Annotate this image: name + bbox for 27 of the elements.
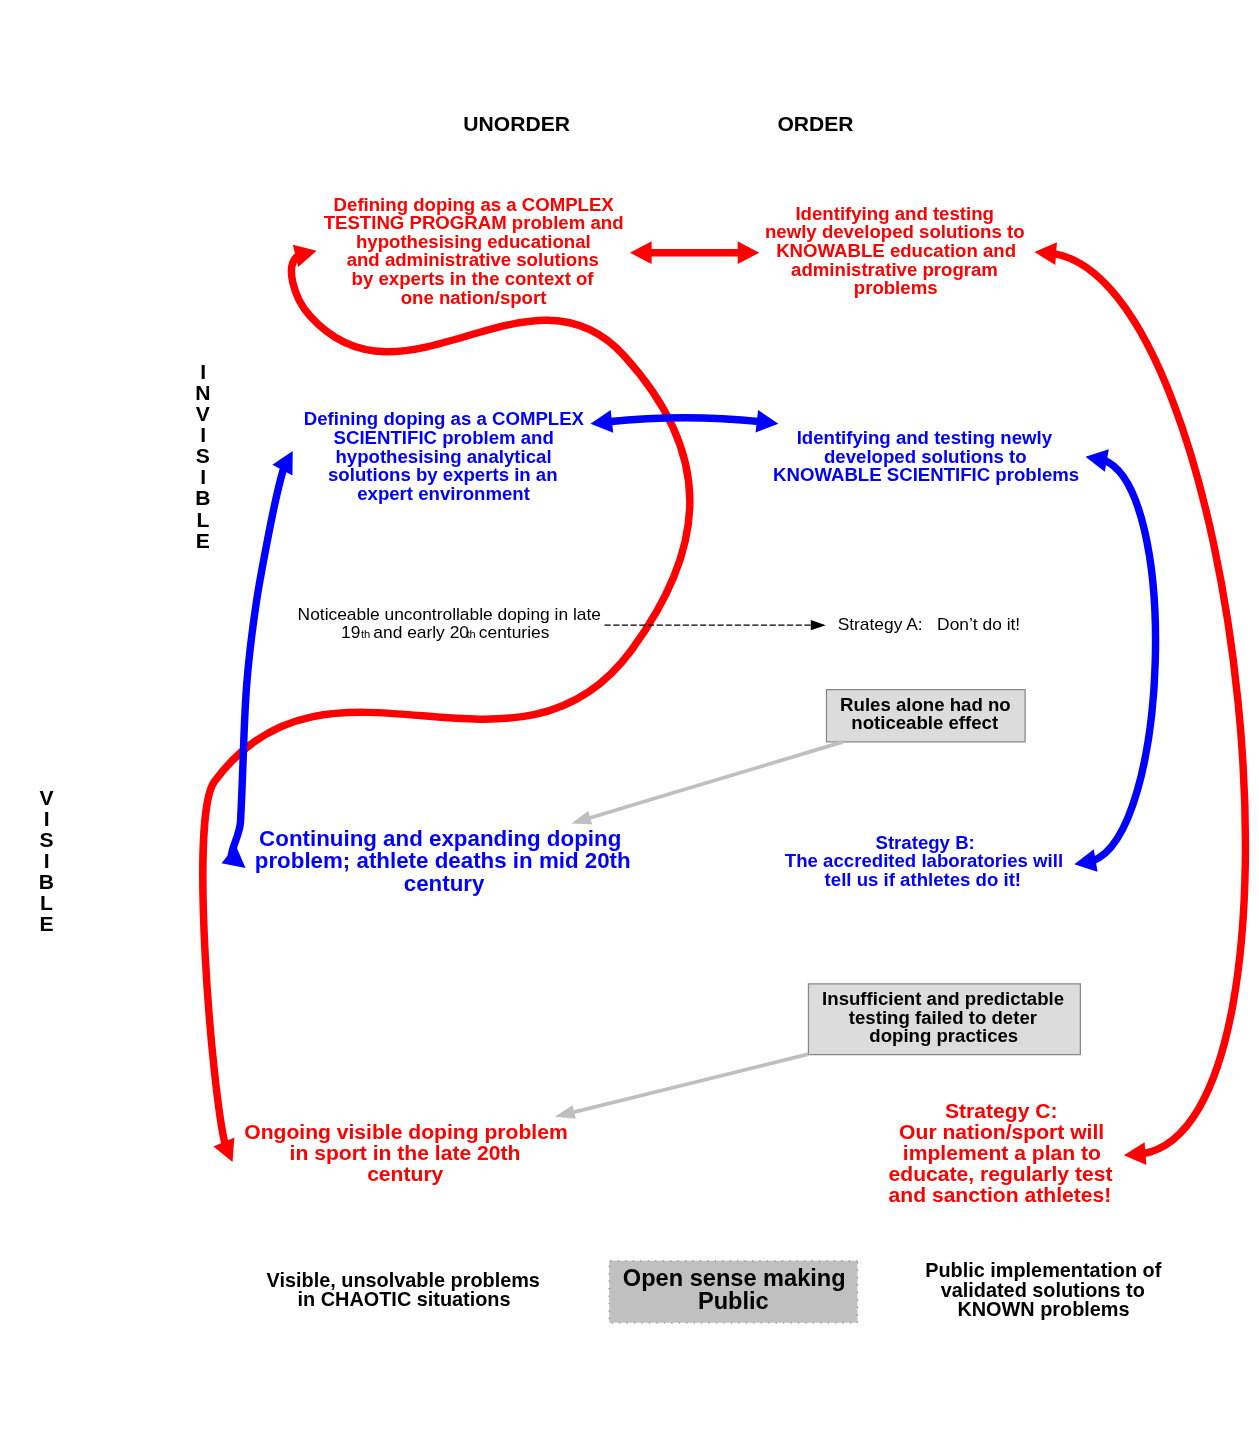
arrow (629, 241, 760, 265)
node-box: Insufficient and predictable testing failed to deter doping practices (807, 983, 1081, 1056)
node-text: Visible, unsolvable problems in CHAOTIC situations (266, 1268, 540, 1311)
node-text: Identifying and testing newly developed solutions to KNOWABLE education and administrative program problems (765, 202, 1025, 299)
arrow (571, 740, 844, 825)
label: UNORDER (463, 112, 570, 136)
arrow (1034, 242, 1249, 1165)
node-text: Strategy A: Don’t do it! (837, 613, 1021, 634)
node-text: Ongoing visible doping problem in sport in the late 20th century (244, 1119, 568, 1185)
node-text: Continuing and expanding doping problem; athlete deaths in mid 20th century (254, 825, 631, 896)
label: INVISIBLE (195, 359, 211, 552)
arrow (221, 451, 293, 868)
arrow (554, 1052, 809, 1119)
arrow (590, 409, 779, 433)
arrow (1074, 449, 1159, 872)
node-text: Defining doping as a COMPLEX SCIENTIFIC problem and hypothesising analytical solutions by experts in an expert environment (303, 408, 585, 504)
node-text: Public implementation of validated solutions to KNOWN problems (925, 1258, 1162, 1321)
node-box: Open sense making Public (608, 1260, 859, 1324)
arrow (603, 619, 826, 631)
node-box: Rules alone had no noticeable effect (825, 689, 1026, 743)
node-text: Defining doping as a COMPLEX TESTING PROGRAM problem and hypothesising educational and administrative solutions by experts in the context of one nation/sport (323, 193, 624, 308)
label: ORDER (777, 112, 854, 136)
node-text: Identifying and testing newly developed solutions to KNOWABLE SCIENTIFIC problems (773, 426, 1080, 486)
label: VISIBLE (38, 785, 54, 936)
node-text: Strategy C: Our nation/sport will implement a plan to educate, regularly test and sanction athletes! (888, 1098, 1113, 1206)
arrow (199, 244, 694, 1162)
node-text: Strategy B: The accredited laboratories will tell us if athletes do it! (784, 831, 1064, 890)
